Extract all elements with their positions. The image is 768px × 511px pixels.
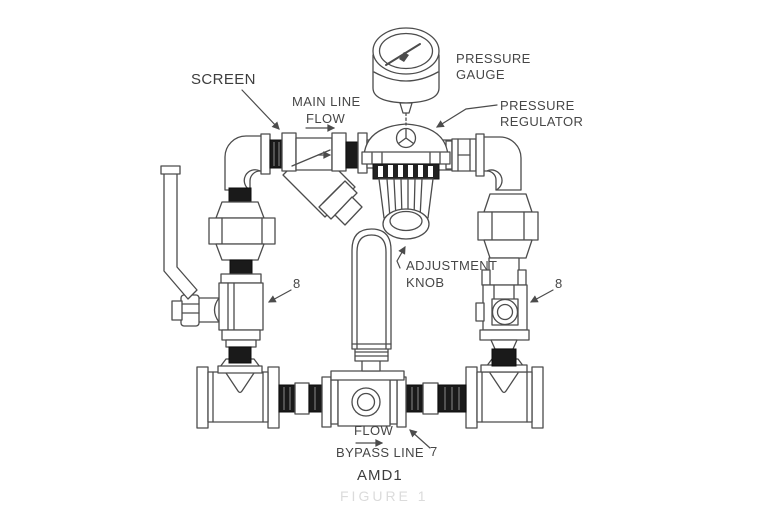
label-main-line-flow: FLOW (306, 111, 346, 126)
label-screen: SCREEN (191, 71, 256, 88)
left-union (208, 201, 276, 261)
right-union (477, 193, 539, 259)
left-ball-valve (171, 273, 264, 364)
left-valve-port (197, 297, 220, 323)
left-nipple (278, 382, 323, 415)
label-adjustment-knob-1: ADJUSTMENT (406, 258, 498, 273)
bypass-line-assembly (196, 358, 544, 429)
left-tee-fitting (196, 358, 280, 429)
regulator-vent (395, 127, 417, 149)
label-flow: FLOW (354, 423, 394, 438)
screen-leader-arrow (241, 89, 280, 130)
figure-caption-faint: FIGURE 1 (340, 488, 429, 504)
label-pressure-gauge-1: PRESSURE (456, 51, 531, 66)
callout-leaders (241, 89, 554, 449)
bypass-valve-handle (354, 347, 389, 362)
right-tee-fitting (465, 358, 544, 429)
item8-right-leader (529, 289, 554, 303)
right-elbow (481, 136, 522, 191)
gauge-stem (399, 102, 413, 114)
regulator-leader-arrow (436, 104, 498, 128)
right-valve-stem (475, 302, 485, 322)
label-bypass-line: BYPASS LINE (336, 445, 424, 460)
right-pipe-flange (475, 133, 485, 177)
label-pressure-regulator-2: REGULATOR (500, 114, 584, 129)
label-pressure-regulator-1: PRESSURE (500, 98, 575, 113)
left-thread-mid (229, 259, 253, 275)
right-branch (475, 136, 539, 367)
item7-leader (409, 429, 431, 449)
left-branch (160, 135, 276, 364)
pressure-gauge (372, 27, 440, 126)
right-nipple (405, 382, 467, 415)
left-elbow (224, 135, 266, 191)
callout-7: 7 (430, 444, 438, 459)
bypass-valve (321, 359, 407, 428)
left-valve-hub (180, 294, 200, 327)
label-pressure-gauge-2: GAUGE (456, 67, 505, 82)
label-main-line: MAIN LINE (292, 94, 361, 109)
right-valve (475, 269, 530, 367)
screen-strainer (260, 132, 376, 175)
callout-8-left: 8 (293, 276, 301, 291)
left-valve-handle (160, 165, 198, 300)
item8-left-leader (267, 289, 292, 303)
bypass-handle-grip (351, 228, 392, 350)
gauge-needle (385, 43, 421, 66)
label-adjustment-knob-2: KNOB (406, 275, 445, 290)
adjustment-knob (372, 163, 440, 240)
pressure-regulator (361, 123, 451, 240)
knob-leader-arrow (396, 245, 406, 269)
right-main-pipe (445, 133, 485, 177)
strainer-inlet-flange (260, 133, 271, 175)
left-thread-upper (228, 187, 252, 203)
product-code: AMD1 (357, 467, 403, 484)
callout-8-right: 8 (555, 276, 563, 291)
